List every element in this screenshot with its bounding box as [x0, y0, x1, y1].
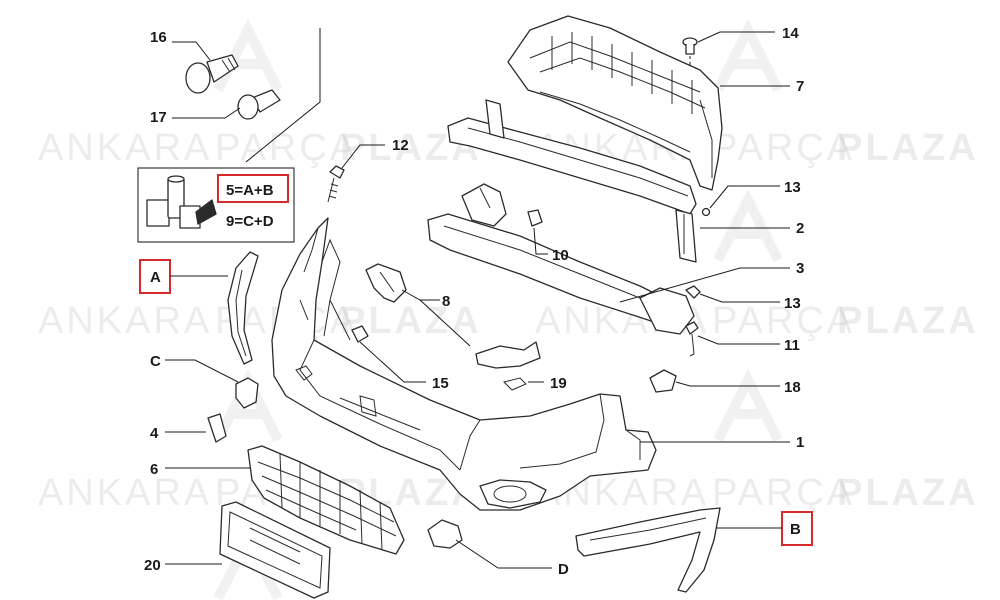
part-b-right-moulding	[575, 507, 721, 593]
svg-text:PARÇA: PARÇA	[215, 127, 358, 169]
callout-8: 8	[442, 293, 450, 310]
callout-11: 11	[784, 337, 800, 354]
svg-text:ANKARA: ANKARA	[38, 127, 212, 169]
callout-20: 20	[144, 557, 161, 574]
svg-text:ANKARA: ANKARA	[38, 472, 212, 514]
callout-15: 15	[432, 375, 449, 392]
svg-text:PLAZA: PLAZA	[837, 127, 979, 169]
callout-10: 10	[552, 247, 569, 264]
callout-14: 14	[782, 25, 799, 42]
callout-3: 3	[796, 260, 804, 277]
callout-7: 7	[796, 78, 804, 95]
callout-b: B	[790, 521, 801, 538]
part-18-clip	[649, 369, 677, 393]
callout-13-lower: 13	[784, 295, 801, 312]
part-11-bolt	[685, 321, 699, 357]
callout-6: 6	[150, 461, 158, 478]
kit-legend-box: 5=A+B 9=C+D	[137, 167, 295, 243]
part-13-nut-top	[701, 207, 711, 217]
callout-d: D	[558, 561, 569, 578]
part-20-plate-holder	[219, 501, 331, 599]
part-a-left-moulding	[227, 251, 259, 365]
callout-18: 18	[784, 379, 801, 396]
legend-line-1: 5=A+B	[226, 182, 274, 199]
callout-16: 16	[150, 29, 167, 46]
part-6-lower-grille	[247, 445, 405, 555]
watermark-row-2: ANKARA PARÇA PLAZA ANKARA PARÇA PLAZA	[38, 300, 979, 342]
part-19-clip	[503, 377, 527, 391]
watermark-logo-icon	[213, 18, 783, 600]
part-c-cap	[235, 377, 259, 409]
part-15-bracket	[351, 325, 369, 343]
part-7-upper-support	[507, 15, 723, 191]
svg-text:PARÇA: PARÇA	[712, 472, 855, 514]
callout-12: 12	[392, 137, 409, 154]
callout-a: A	[150, 269, 161, 286]
callout-c: C	[150, 353, 161, 370]
callout-13-top: 13	[784, 179, 801, 196]
part-10-clip	[527, 209, 543, 227]
part-12-screw	[327, 165, 345, 203]
part-4-cover	[207, 413, 227, 443]
part-13-nut-lower	[685, 285, 701, 299]
svg-text:ANKARA: ANKARA	[38, 300, 212, 342]
group-boundary-line	[245, 28, 321, 163]
part-1-bumper-cover	[271, 217, 657, 511]
callout-19: 19	[550, 375, 567, 392]
part-8-bracket	[365, 263, 541, 369]
part-16-clip	[185, 54, 239, 94]
legend-highlight-box	[217, 174, 289, 203]
svg-text:PARÇA: PARÇA	[712, 300, 855, 342]
svg-text:PLAZA: PLAZA	[837, 300, 979, 342]
callout-17: 17	[150, 109, 167, 126]
callout-2: 2	[796, 220, 804, 237]
part-3-lower-beam	[427, 183, 695, 335]
legend-line-2: 9=C+D	[226, 213, 274, 230]
watermark-row-3: ANKARA PARÇA PLAZA ANKARA PARÇA PLAZA	[38, 472, 979, 514]
kit-package-icon	[146, 175, 217, 229]
callout-1: 1	[796, 434, 804, 451]
watermark-layer: ANKARA PARÇA PLAZA ANKARA PARÇA PLAZA AN…	[38, 18, 979, 600]
part-17-clip	[237, 89, 281, 120]
svg-text:PLAZA: PLAZA	[837, 472, 979, 514]
part-2-reinforcement-beam	[447, 99, 697, 263]
svg-text:PARÇA: PARÇA	[712, 127, 855, 169]
part-d-cap	[427, 519, 463, 549]
callout-4: 4	[150, 425, 159, 442]
